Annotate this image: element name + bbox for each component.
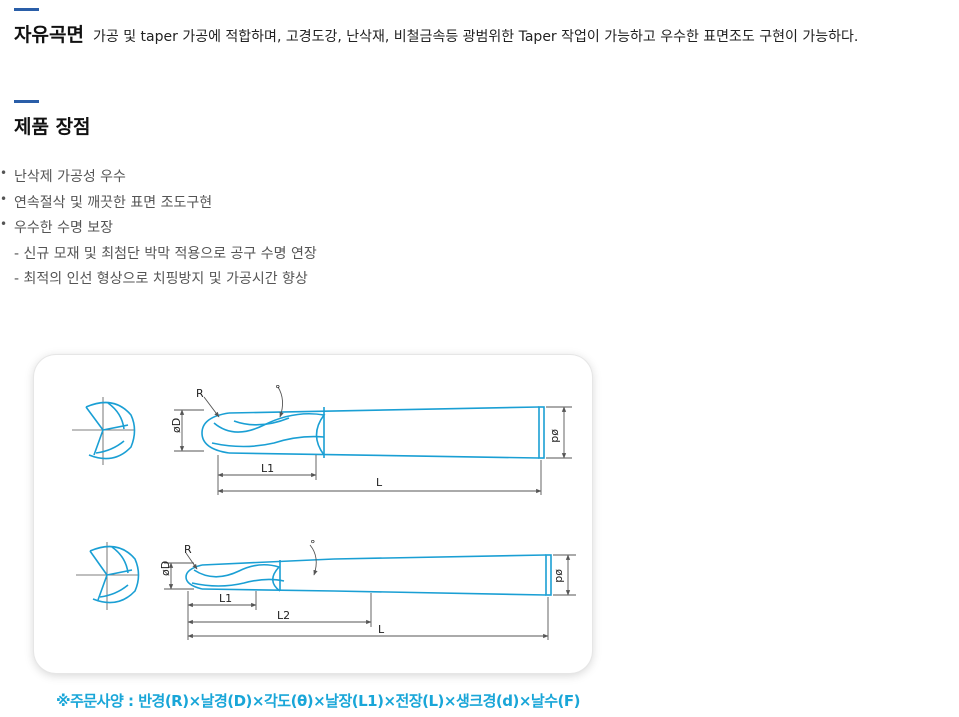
list-item: 난삭제 가공성 우수 <box>0 166 317 192</box>
tool1-l1-label: L1 <box>261 462 274 475</box>
tool1-end-view <box>72 397 136 465</box>
tool1-angle-label: ° <box>275 383 281 396</box>
list-item: - 최적의 인선 형상으로 치핑방지 및 가공시간 향상 <box>14 271 308 287</box>
product-description: 가공 및 taper 가공에 적합하며, 고경도강, 난삭재, 비철금속등 광범… <box>93 29 859 45</box>
list-item: 우수한 수명 보장 <box>0 217 317 243</box>
tool1-l-label: L <box>376 476 383 489</box>
tool2-l2-label: L2 <box>277 609 290 622</box>
tool2-l1-label: L1 <box>219 592 232 605</box>
tool2-dimensions <box>164 544 576 640</box>
tool2-end-view <box>76 542 140 610</box>
order-specification-note: ※주문사양 : 반경(R)×날경(D)×각도(θ)×날장(L1)×전장(L)×생… <box>56 692 580 710</box>
tool1-labels: R ° øD ød L1 L <box>170 383 562 489</box>
product-title-line: 자유곡면 가공 및 taper 가공에 적합하며, 고경도강, 난삭재, 비철금… <box>14 20 858 47</box>
tool2-r-label: R <box>184 543 192 556</box>
tool2-angle-label: ° <box>310 538 316 551</box>
header-accent-bar <box>14 8 39 11</box>
tool1-od-label: øD <box>170 418 183 433</box>
tool1-d-label: ød <box>549 429 562 443</box>
tool1-r-label: R <box>196 387 204 400</box>
tool-diagram-card: R ° øD ød L1 L <box>34 355 592 673</box>
tool-diagram: R ° øD ød L1 L <box>72 383 576 640</box>
tool1-side-view <box>201 406 545 459</box>
tool2-l-label: L <box>378 623 385 636</box>
tool1-dimensions <box>174 386 572 495</box>
feature-list: 난삭제 가공성 우수 연속절삭 및 깨끗한 표면 조도구현 우수한 수명 보장 … <box>0 166 317 294</box>
tool2-side-view <box>185 554 552 596</box>
tool2-labels: R ° øD ød L1 L2 L <box>159 538 566 636</box>
section-accent-bar <box>14 100 39 103</box>
section-title: 제품 장점 <box>14 116 91 138</box>
tool2-d-label: ød <box>553 569 566 583</box>
tool2-od-label: øD <box>159 561 172 576</box>
product-title: 자유곡면 <box>14 24 84 46</box>
list-item: 연속절삭 및 깨끗한 표면 조도구현 <box>0 192 317 218</box>
list-item: - 신규 모재 및 최첨단 박막 적용으로 공구 수명 연장 <box>14 245 317 262</box>
